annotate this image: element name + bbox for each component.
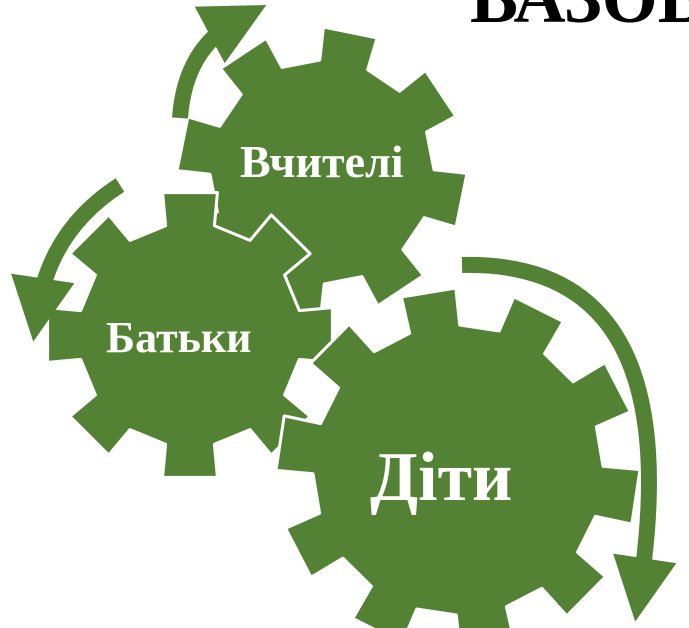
- gear-label-parents: Батьки: [106, 313, 252, 362]
- arrow-parents-icon: [11, 178, 125, 342]
- gear-label-children: Діти: [370, 439, 513, 516]
- gear-children-shape: [274, 286, 642, 628]
- arrow-teachers-icon: [172, 5, 267, 119]
- cropped-title: ВАЗОВ: [470, 0, 689, 32]
- arrow-children-icon: [461, 256, 677, 622]
- gear-label-teachers: Вчителі: [240, 136, 404, 187]
- gear-children: [274, 286, 642, 628]
- title-text: ВАЗОВ: [470, 0, 689, 32]
